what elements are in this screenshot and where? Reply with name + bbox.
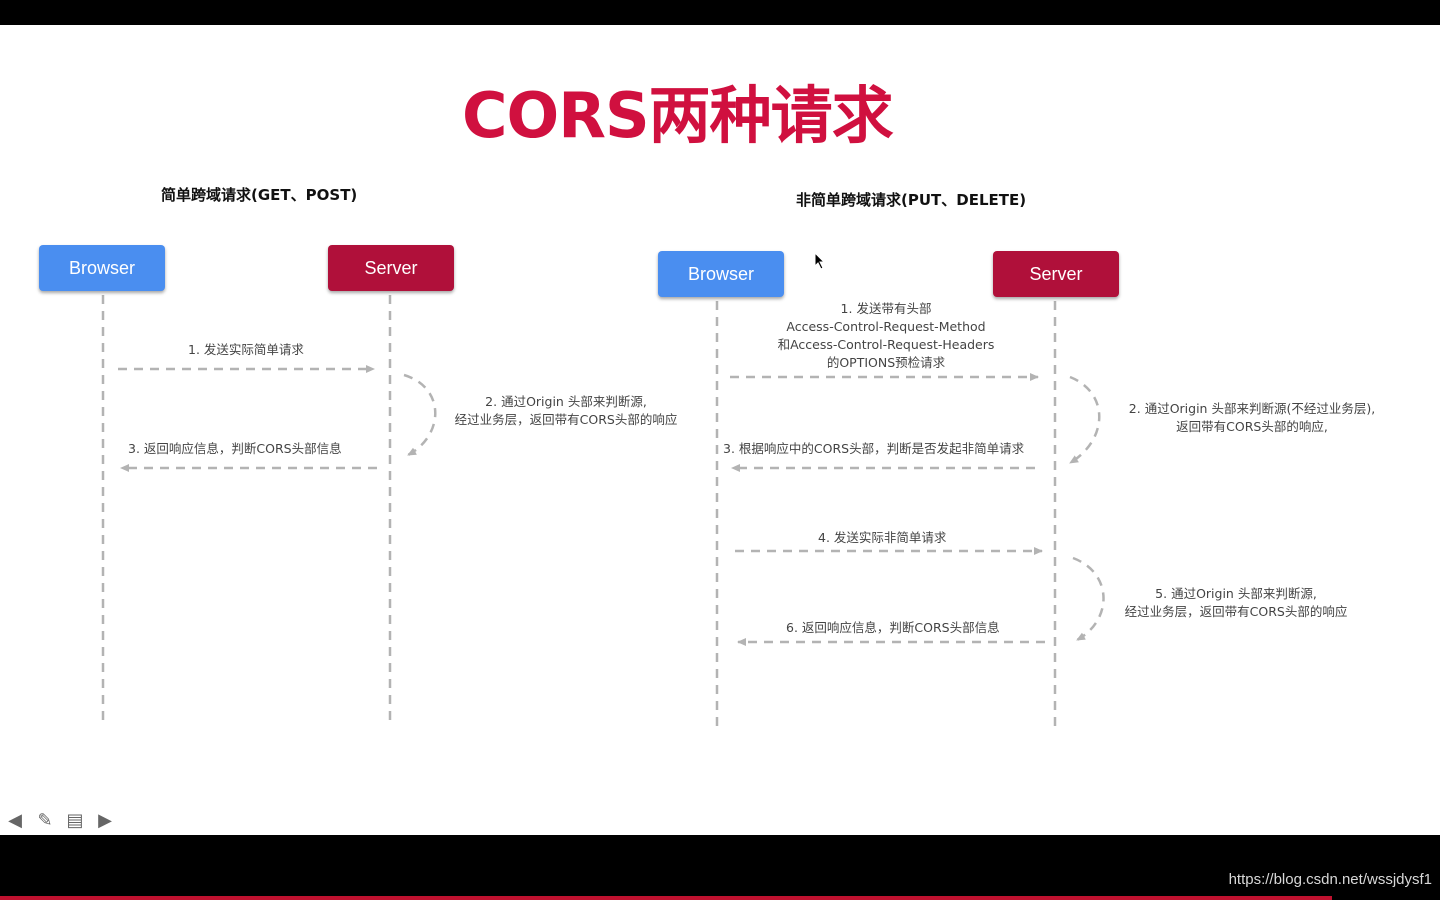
nonsimple-step2-label: 2. 通过Origin 头部来判断源(不经过业务层), 返回带有CORS头部的响…	[1116, 400, 1388, 436]
nonsimple-server-node: Server	[993, 251, 1119, 297]
simple-step3-label: 3. 返回响应信息，判断CORS头部信息	[128, 441, 342, 456]
menu-icon[interactable]: ▤	[66, 809, 84, 830]
simple-server-node: Server	[328, 245, 454, 291]
nonsimple-browser-node: Browser	[658, 251, 784, 297]
mouse-cursor-icon	[814, 252, 826, 270]
nonsimple-step2-line1: 2. 通过Origin 头部来判断源(不经过业务层),	[1128, 401, 1376, 416]
slide-controls: ◀ ✎ ▤ ▶	[4, 809, 116, 831]
prev-arrow-icon[interactable]: ◀	[8, 809, 22, 830]
nonsimple-step3-label: 3. 根据响应中的CORS头部，判断是否发起非简单请求	[723, 441, 1025, 456]
simple-step2-line1: 2. 通过Origin 头部来判断源,	[485, 394, 647, 409]
nonsimple-step5-line1: 5. 通过Origin 头部来判断源,	[1155, 586, 1317, 601]
sequence-diagram-lines	[101, 295, 1105, 733]
watermark-url: https://blog.csdn.net/wssjdysf1	[1228, 871, 1432, 888]
nonsimple-step5-label: 5. 通过Origin 头部来判断源, 经过业务层，返回带有CORS头部的响应	[1116, 585, 1356, 621]
simple-request-heading: 简单跨域请求(GET、POST)	[161, 186, 358, 204]
video-progress-bar[interactable]	[0, 896, 1332, 900]
nonsimple-step1-line4: 的OPTIONS预检请求	[826, 355, 946, 370]
arrow-nonsimple-step5	[1072, 556, 1105, 642]
nonsimple-request-heading: 非简单跨域请求(PUT、DELETE)	[796, 191, 1027, 209]
simple-browser-node: Browser	[39, 245, 165, 291]
arrow-simple-step2	[403, 373, 437, 457]
nonsimple-step1-label: 1. 发送带有头部 Access-Control-Request-Method …	[756, 300, 1016, 372]
slide-title: CORS两种请求	[462, 79, 894, 152]
pen-icon[interactable]: ✎	[37, 809, 53, 830]
nonsimple-step4-label: 4. 发送实际非简单请求	[818, 530, 947, 545]
nonsimple-step1-line3: 和Access-Control-Request-Headers	[777, 337, 995, 352]
nonsimple-step5-line2: 经过业务层，返回带有CORS头部的响应	[1124, 604, 1348, 619]
nonsimple-step6-label: 6. 返回响应信息，判断CORS头部信息	[786, 620, 1000, 635]
nonsimple-step1-line2: Access-Control-Request-Method	[786, 319, 986, 334]
simple-step2-label: 2. 通过Origin 头部来判断源, 经过业务层，返回带有CORS头部的响应	[448, 393, 684, 429]
slide: CORS两种请求 简单跨域请求(GET、P	[0, 25, 1440, 835]
simple-step1-label: 1. 发送实际简单请求	[188, 342, 304, 357]
nonsimple-step1-line1: 1. 发送带有头部	[840, 301, 932, 316]
simple-step2-line2: 经过业务层，返回带有CORS头部的响应	[454, 412, 678, 427]
next-arrow-icon[interactable]: ▶	[98, 809, 112, 830]
nonsimple-step2-line2: 返回带有CORS头部的响应,	[1176, 419, 1328, 434]
arrow-nonsimple-step2	[1069, 375, 1101, 465]
